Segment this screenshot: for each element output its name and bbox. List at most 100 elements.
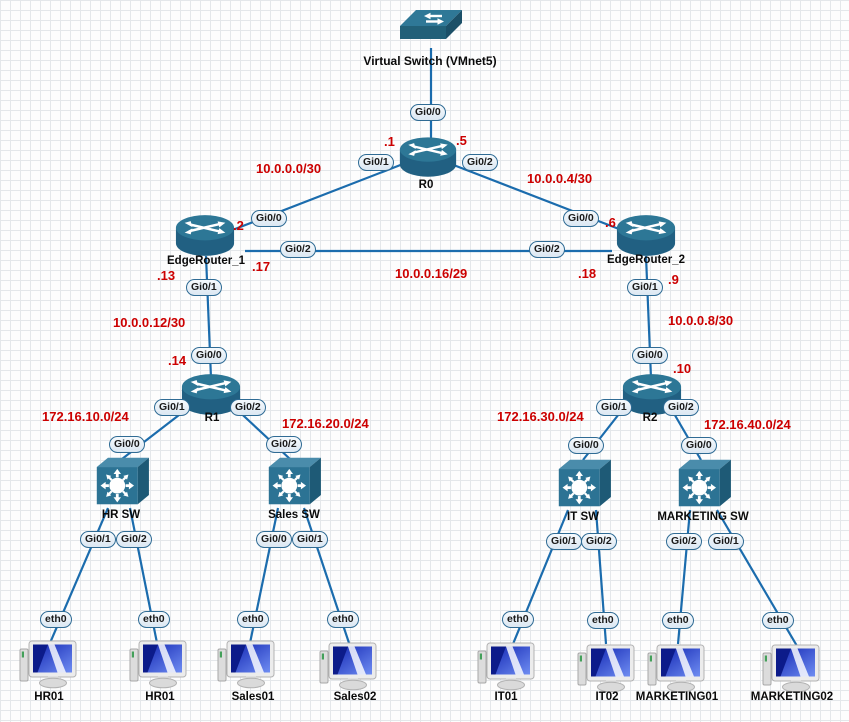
device-virtual-switch[interactable] bbox=[398, 6, 464, 52]
pc-icon bbox=[217, 640, 275, 689]
interface-label: Gi0/0 bbox=[251, 210, 287, 227]
device-label: HR01 bbox=[34, 691, 64, 703]
device-sales-sw[interactable] bbox=[265, 454, 323, 508]
ip-host-label: .10 bbox=[673, 361, 692, 376]
router-icon bbox=[615, 213, 677, 258]
switch-icon bbox=[557, 458, 613, 508]
interface-label: Gi0/2 bbox=[462, 154, 498, 171]
device-marketing01[interactable] bbox=[645, 641, 711, 693]
interface-label: Gi0/0 bbox=[410, 104, 446, 121]
interface-label: Gi0/0 bbox=[568, 437, 604, 454]
virtual-switch-icon bbox=[398, 8, 464, 41]
device-label: MARKETING SW bbox=[657, 511, 749, 523]
device-sales02[interactable] bbox=[317, 639, 383, 691]
subnet-label: 172.16.40.0/24 bbox=[704, 417, 791, 432]
device-label: R2 bbox=[642, 412, 658, 424]
pc-icon bbox=[647, 644, 705, 693]
interface-label: Gi0/1 bbox=[708, 533, 744, 550]
router-icon bbox=[174, 213, 236, 258]
ip-host-label: .13 bbox=[157, 268, 176, 283]
pc-icon bbox=[319, 642, 377, 691]
device-sales01[interactable] bbox=[215, 637, 281, 689]
ip-host-label: .18 bbox=[578, 266, 597, 281]
interface-label: eth0 bbox=[40, 611, 72, 628]
device-hr-sw[interactable] bbox=[93, 454, 151, 508]
interface-label: Gi0/1 bbox=[596, 399, 632, 416]
device-label: MARKETING02 bbox=[750, 691, 834, 703]
router-icon bbox=[398, 136, 458, 178]
device-it01[interactable] bbox=[475, 639, 541, 691]
device-label: HR01 bbox=[145, 691, 175, 703]
subnet-label: 10.0.0.0/30 bbox=[256, 161, 322, 176]
interface-label: Gi0/0 bbox=[681, 437, 717, 454]
interface-label: Gi0/2 bbox=[266, 436, 302, 453]
interface-label: Gi0/2 bbox=[663, 399, 699, 416]
device-label: EdgeRouter_2 bbox=[607, 254, 685, 266]
device-r0[interactable] bbox=[398, 135, 458, 179]
device-label: R0 bbox=[418, 179, 434, 191]
interface-label: eth0 bbox=[587, 612, 619, 629]
subnet-label: 10.0.0.12/30 bbox=[113, 315, 186, 330]
device-label: Sales SW bbox=[268, 509, 320, 521]
interface-label: Gi0/2 bbox=[280, 241, 316, 258]
interface-label: Gi0/0 bbox=[632, 347, 668, 364]
subnet-label: 10.0.0.16/29 bbox=[395, 266, 468, 281]
device-label: HR SW bbox=[101, 509, 141, 521]
interface-label: Gi0/2 bbox=[666, 533, 702, 550]
pc-icon bbox=[477, 642, 535, 691]
device-label: IT01 bbox=[494, 691, 518, 703]
ip-host-label: .6 bbox=[605, 215, 616, 230]
device-marketing-sw[interactable] bbox=[675, 456, 733, 510]
subnet-label: 10.0.0.4/30 bbox=[527, 171, 593, 186]
interface-label: eth0 bbox=[502, 611, 534, 628]
ip-host-label: .9 bbox=[668, 272, 679, 287]
interface-label: eth0 bbox=[237, 611, 269, 628]
interface-label: Gi0/2 bbox=[581, 533, 617, 550]
pc-icon bbox=[129, 640, 187, 689]
interface-label: Gi0/2 bbox=[230, 399, 266, 416]
subnet-label: 10.0.0.8/30 bbox=[668, 313, 734, 328]
ip-host-label: .1 bbox=[384, 134, 395, 149]
device-label: Sales01 bbox=[231, 691, 275, 703]
device-hr01-a[interactable] bbox=[17, 637, 83, 689]
ip-host-label: .5 bbox=[456, 133, 467, 148]
pc-icon bbox=[762, 644, 820, 693]
interface-label: Gi0/0 bbox=[191, 347, 227, 364]
switch-icon bbox=[267, 456, 323, 506]
pc-icon bbox=[577, 644, 635, 693]
interface-label: eth0 bbox=[327, 611, 359, 628]
interface-label: Gi0/0 bbox=[109, 436, 145, 453]
pc-icon bbox=[19, 640, 77, 689]
device-it02[interactable] bbox=[575, 641, 641, 693]
device-edgerouter-1[interactable] bbox=[174, 213, 236, 258]
interface-label: eth0 bbox=[762, 612, 794, 629]
subnet-label: 172.16.10.0/24 bbox=[42, 409, 129, 424]
device-edgerouter-2[interactable] bbox=[615, 213, 677, 258]
ip-host-label: .2 bbox=[233, 218, 244, 233]
interface-label: Gi0/1 bbox=[154, 399, 190, 416]
interface-label: Gi0/1 bbox=[546, 533, 582, 550]
interface-label: Gi0/2 bbox=[116, 531, 152, 548]
interface-label: Gi0/1 bbox=[186, 279, 222, 296]
subnet-label: 172.16.30.0/24 bbox=[497, 409, 584, 424]
switch-icon bbox=[95, 456, 151, 506]
subnet-label: 172.16.20.0/24 bbox=[282, 416, 369, 431]
device-label: R1 bbox=[204, 412, 220, 424]
interface-label: eth0 bbox=[138, 611, 170, 628]
device-it-sw[interactable] bbox=[555, 456, 613, 510]
interface-label: Gi0/1 bbox=[627, 279, 663, 296]
device-label: EdgeRouter_1 bbox=[167, 255, 245, 267]
device-hr01-b[interactable] bbox=[127, 637, 193, 689]
device-marketing02[interactable] bbox=[760, 641, 826, 693]
ip-host-label: .17 bbox=[252, 259, 271, 274]
device-label: MARKETING01 bbox=[635, 691, 719, 703]
interface-label: Gi0/2 bbox=[529, 241, 565, 258]
interface-label: Gi0/0 bbox=[563, 210, 599, 227]
device-label: IT02 bbox=[595, 691, 619, 703]
interface-label: Gi0/1 bbox=[292, 531, 328, 548]
device-label: Virtual Switch (VMnet5) bbox=[363, 54, 497, 68]
ip-host-label: .14 bbox=[168, 353, 187, 368]
switch-icon bbox=[677, 458, 733, 508]
device-label: Sales02 bbox=[333, 691, 377, 703]
